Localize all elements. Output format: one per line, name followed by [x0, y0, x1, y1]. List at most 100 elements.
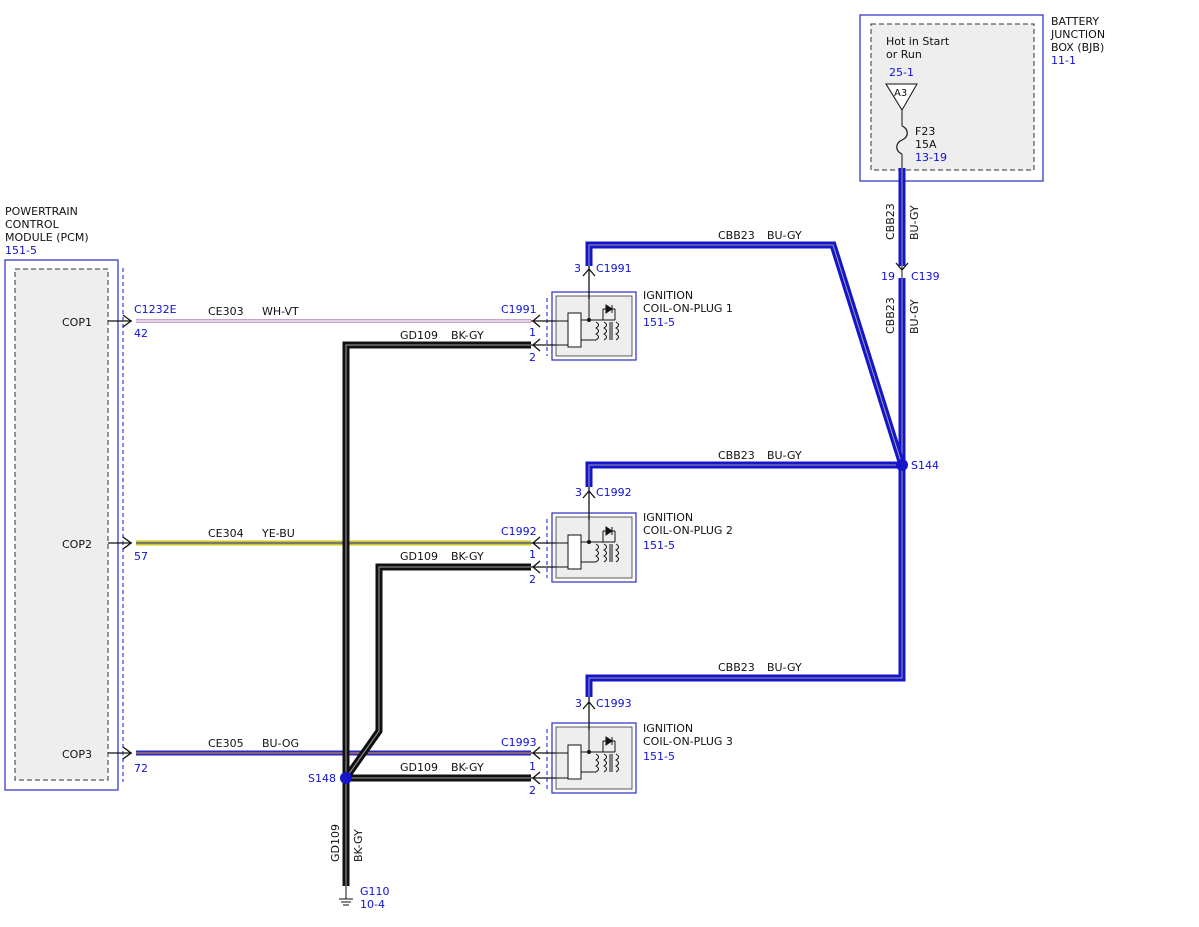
- coil3-inner: [555, 726, 633, 790]
- coil2-pin-chevrons: [531, 487, 596, 574]
- pcm-title-line1: POWERTRAIN: [5, 205, 78, 218]
- coil2-ground-circuit: GD109: [400, 550, 438, 563]
- bjb-title-line3: BOX (BJB): [1051, 41, 1104, 54]
- power-top-color: BU-GY: [908, 205, 921, 240]
- coil1-connector-top[interactable]: C1991: [596, 262, 632, 275]
- coil2-ref[interactable]: 151-5: [643, 539, 675, 552]
- fuse-ref[interactable]: 13-19: [915, 151, 947, 164]
- ground-trunk-color: BK-GY: [352, 829, 365, 862]
- coil3-power-circuit: CBB23: [718, 661, 755, 674]
- coil1-power-color: BU-GY: [767, 229, 802, 242]
- power-mid-color: BU-GY: [908, 299, 921, 334]
- coil2-power-circuit: CBB23: [718, 449, 755, 462]
- cop1-wire-color: WH-VT: [262, 305, 299, 318]
- cop3-wire-color: BU-OG: [262, 737, 299, 750]
- fuse-name: F23: [915, 125, 935, 138]
- pcm-title-line2: CONTROL: [5, 218, 60, 231]
- coil1-pin-power: 3: [574, 262, 581, 275]
- ground-point-ref[interactable]: 10-4: [360, 898, 385, 911]
- power-mid-circuit: CBB23: [884, 297, 897, 334]
- cop3-wire-circuit: CE305: [208, 737, 244, 750]
- bjb-ref[interactable]: 11-1: [1051, 54, 1076, 67]
- pcm-pin-cop2: COP2: [62, 538, 92, 551]
- coil3-ground-color: BK-GY: [451, 761, 484, 774]
- coil1-ground-color: BK-GY: [451, 329, 484, 342]
- pcm-pin-72: 72: [134, 762, 148, 775]
- fuse-rating: 15A: [915, 138, 937, 151]
- coil1-ground-circuit: GD109: [400, 329, 438, 342]
- cop2-wire-circuit: CE304: [208, 527, 244, 540]
- bjb-pin-a3-triangle: [885, 83, 918, 111]
- pcm-ref[interactable]: 151-5: [5, 244, 37, 257]
- fuse-symbol: [896, 125, 908, 155]
- coil1-connector[interactable]: C1991: [501, 303, 537, 316]
- ground-point-name[interactable]: G110: [360, 885, 390, 898]
- pcm-pin-stubs: [108, 314, 133, 760]
- coil2-ground-color: BK-GY: [451, 550, 484, 563]
- splice-s144[interactable]: [896, 459, 908, 471]
- cop1-wire-circuit: CE303: [208, 305, 244, 318]
- coil2-connector[interactable]: C1992: [501, 525, 537, 538]
- coil2-label-line2: COIL-ON-PLUG 2: [643, 524, 733, 537]
- power-top-circuit: CBB23: [884, 203, 897, 240]
- coil1-circuit-icon: [555, 299, 619, 348]
- ground-trunk-circuit: GD109: [329, 824, 342, 862]
- splice-s148-label: S148: [308, 772, 336, 785]
- coil2-pin-power: 3: [575, 486, 582, 499]
- ground-symbol-icon: [339, 886, 353, 906]
- coil3-circuit-icon: [555, 730, 619, 780]
- coil-on-plug-2[interactable]: [546, 512, 637, 583]
- bjb-hot-line2: or Run: [886, 48, 922, 61]
- coil3-ref[interactable]: 151-5: [643, 750, 675, 763]
- coil1-power-circuit: CBB23: [718, 229, 755, 242]
- pcm-connector-label[interactable]: C1232E: [134, 303, 177, 316]
- coil2-power-color: BU-GY: [767, 449, 802, 462]
- pcm-pin-cop1: COP1: [62, 316, 92, 329]
- cop2-wire-color: YE-BU: [261, 527, 295, 540]
- ground-wire-gd109: [342, 341, 531, 886]
- coil2-connector-top[interactable]: C1992: [596, 486, 632, 499]
- bjb-hot-ref[interactable]: 25-1: [889, 66, 914, 79]
- pcm-pin-57: 57: [134, 550, 148, 563]
- battery-junction-box[interactable]: [859, 14, 1044, 182]
- coil2-inner: [555, 516, 633, 579]
- bjb-title-line2: JUNCTION: [1050, 28, 1105, 41]
- coil3-pin-power: 3: [575, 697, 582, 710]
- c139-name[interactable]: C139: [911, 270, 940, 283]
- coil3-pin-ground: 2: [529, 784, 536, 797]
- coil3-connector-top[interactable]: C1993: [596, 697, 632, 710]
- coil-on-plug-3[interactable]: [546, 722, 637, 794]
- coil1-pin-ground: 2: [529, 351, 536, 364]
- coil2-pin-signal: 1: [529, 548, 536, 561]
- coil1-pin-chevrons: [531, 266, 596, 352]
- coil3-pin-chevrons: [531, 697, 596, 785]
- pcm-pin-cop3: COP3: [62, 748, 92, 761]
- splice-s144-label: S144: [911, 459, 939, 472]
- coil-on-plug-1[interactable]: [546, 291, 637, 361]
- coil2-circuit-icon: [555, 520, 619, 570]
- c139-connector[interactable]: [895, 262, 909, 278]
- coil1-label-line1: IGNITION: [643, 289, 693, 302]
- pcm-title-line3: MODULE (PCM): [5, 231, 89, 244]
- pcm-module[interactable]: [4, 259, 119, 791]
- coil1-label-line2: COIL-ON-PLUG 1: [643, 302, 733, 315]
- splice-s148[interactable]: [340, 772, 352, 784]
- coil2-pin-ground: 2: [529, 573, 536, 586]
- coil2-label-line1: IGNITION: [643, 511, 693, 524]
- coil1-inner: [555, 295, 633, 357]
- coil1-ref[interactable]: 151-5: [643, 316, 675, 329]
- coil3-pin-signal: 1: [529, 760, 536, 773]
- coil3-label-line2: COIL-ON-PLUG 3: [643, 735, 733, 748]
- pcm-inner-dashed: [14, 268, 109, 781]
- coil3-connector[interactable]: C1993: [501, 736, 537, 749]
- bjb-pin-a3: A3: [894, 88, 907, 99]
- c139-pin: 19: [881, 270, 895, 283]
- coil1-pin-signal: 1: [529, 326, 536, 339]
- coil3-power-color: BU-GY: [767, 661, 802, 674]
- bjb-hot-line1: Hot in Start: [886, 35, 950, 48]
- coil3-ground-circuit: GD109: [400, 761, 438, 774]
- power-wire-cbb23: [585, 168, 906, 697]
- bjb-title-line1: BATTERY: [1051, 15, 1099, 28]
- pcm-pin-42: 42: [134, 327, 148, 340]
